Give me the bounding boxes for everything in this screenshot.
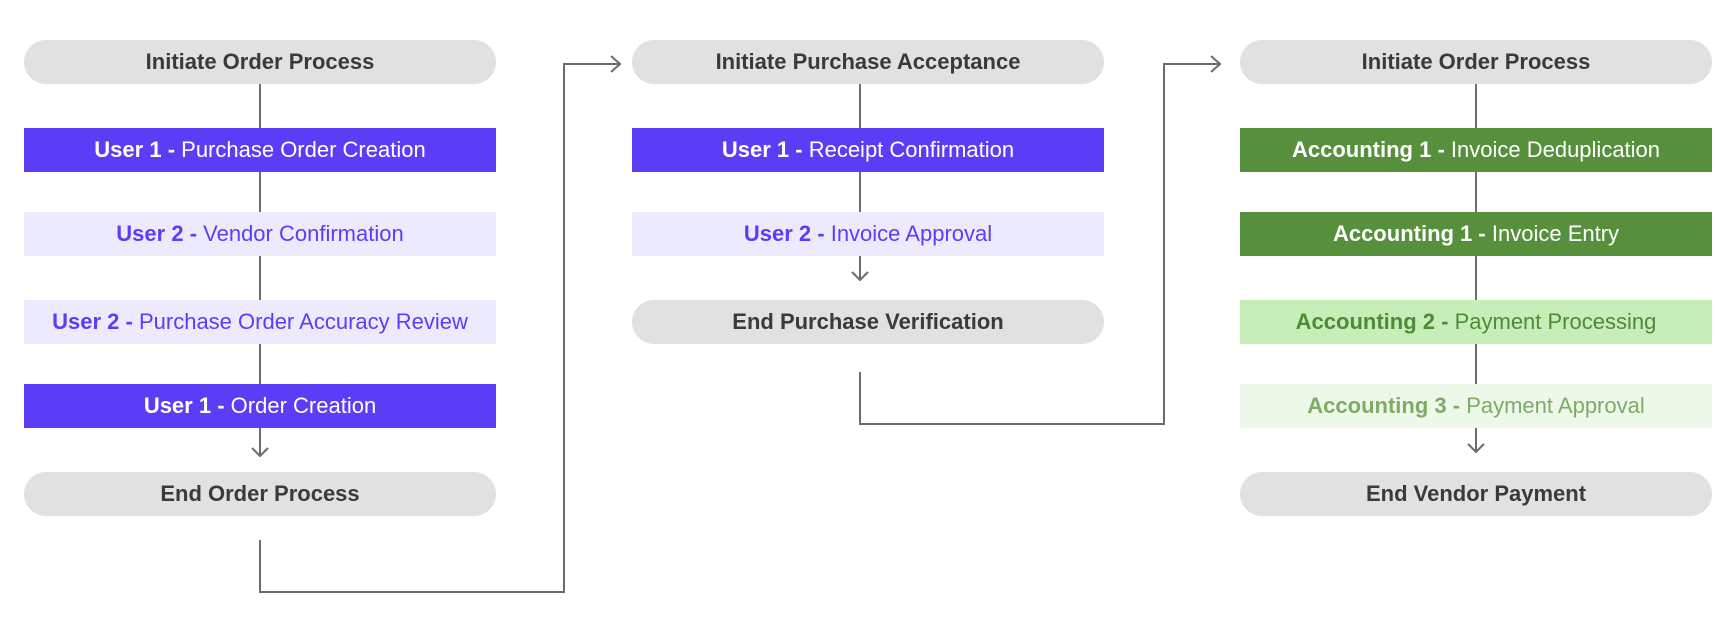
step-task: Purchase Order Creation [181,137,426,162]
step-node: User 2 - Vendor Confirmation [24,212,496,256]
step-separator: - [1441,309,1449,334]
end-node-label: End Order Process [160,481,360,506]
arrowhead [851,271,869,282]
step-node: User 2 - Purchase Order Accuracy Review [24,300,496,344]
step-node: Accounting 2 - Payment Processing [1240,300,1712,344]
arrowhead [610,55,622,73]
step-task: Invoice Entry [1491,221,1620,246]
step-node: User 1 - Receipt Confirmation [632,128,1104,172]
step-task: Order Creation [230,393,377,418]
step-node: Accounting 1 - Invoice Deduplication [1240,128,1712,172]
step-separator: - [217,393,225,418]
cross-column-connector [859,63,1220,425]
step-task: Invoice Deduplication [1450,137,1661,162]
step-role: User 1 [143,393,212,418]
step-role: User 2 [743,221,812,246]
end-node-label: End Vendor Payment [1365,481,1587,506]
start-node-label: Initiate Order Process [1361,49,1591,74]
step-separator: - [167,137,176,162]
end-node: End Order Process [24,472,496,516]
arrowhead [1210,55,1222,73]
step-separator: - [817,221,825,246]
arrowhead [251,447,269,458]
step-role: User 2 [116,221,184,246]
step-task: Invoice Approval [830,221,993,246]
step-node: Accounting 3 - Payment Approval [1240,384,1712,428]
process-column-1: Initiate Order Process User 1 - Purchase… [24,0,496,636]
step-node: User 2 - Invoice Approval [632,212,1104,256]
cross-column-connector [259,63,620,593]
start-node-label: Initiate Order Process [145,49,375,74]
step-role: User 2 [52,309,120,334]
process-column-2: Initiate Purchase Acceptance User 1 - Re… [632,0,1104,636]
start-node: Initiate Purchase Acceptance [632,40,1104,84]
end-node: End Purchase Verification [632,300,1104,344]
step-node: Accounting 1 - Invoice Entry [1240,212,1712,256]
step-role: Accounting 1 [1291,137,1432,162]
step-task: Payment Processing [1454,309,1657,334]
step-task: Purchase Order Accuracy Review [138,309,468,334]
step-separator: - [1478,221,1486,246]
step-separator: - [795,137,803,162]
step-role: Accounting 3 [1307,393,1447,418]
start-node-label: Initiate Purchase Acceptance [715,49,1021,74]
step-role: Accounting 2 [1295,309,1435,334]
step-node: User 1 - Order Creation [24,384,496,428]
process-column-3: Initiate Order Process Accounting 1 - In… [1240,0,1712,636]
step-separator: - [1437,137,1445,162]
step-separator: - [125,309,133,334]
arrowhead [1467,443,1485,454]
step-task: Receipt Confirmation [808,137,1015,162]
step-role: Accounting 1 [1332,221,1473,246]
step-role: User 1 [94,137,162,162]
end-node-label: End Purchase Verification [732,309,1004,334]
step-task: Vendor Confirmation [203,221,404,246]
end-node: End Vendor Payment [1240,472,1712,516]
start-node: Initiate Order Process [1240,40,1712,84]
step-node: User 1 - Purchase Order Creation [24,128,496,172]
step-role: User 1 [721,137,790,162]
step-separator: - [1452,393,1461,418]
step-separator: - [189,221,198,246]
start-node: Initiate Order Process [24,40,496,84]
step-task: Payment Approval [1466,393,1645,418]
